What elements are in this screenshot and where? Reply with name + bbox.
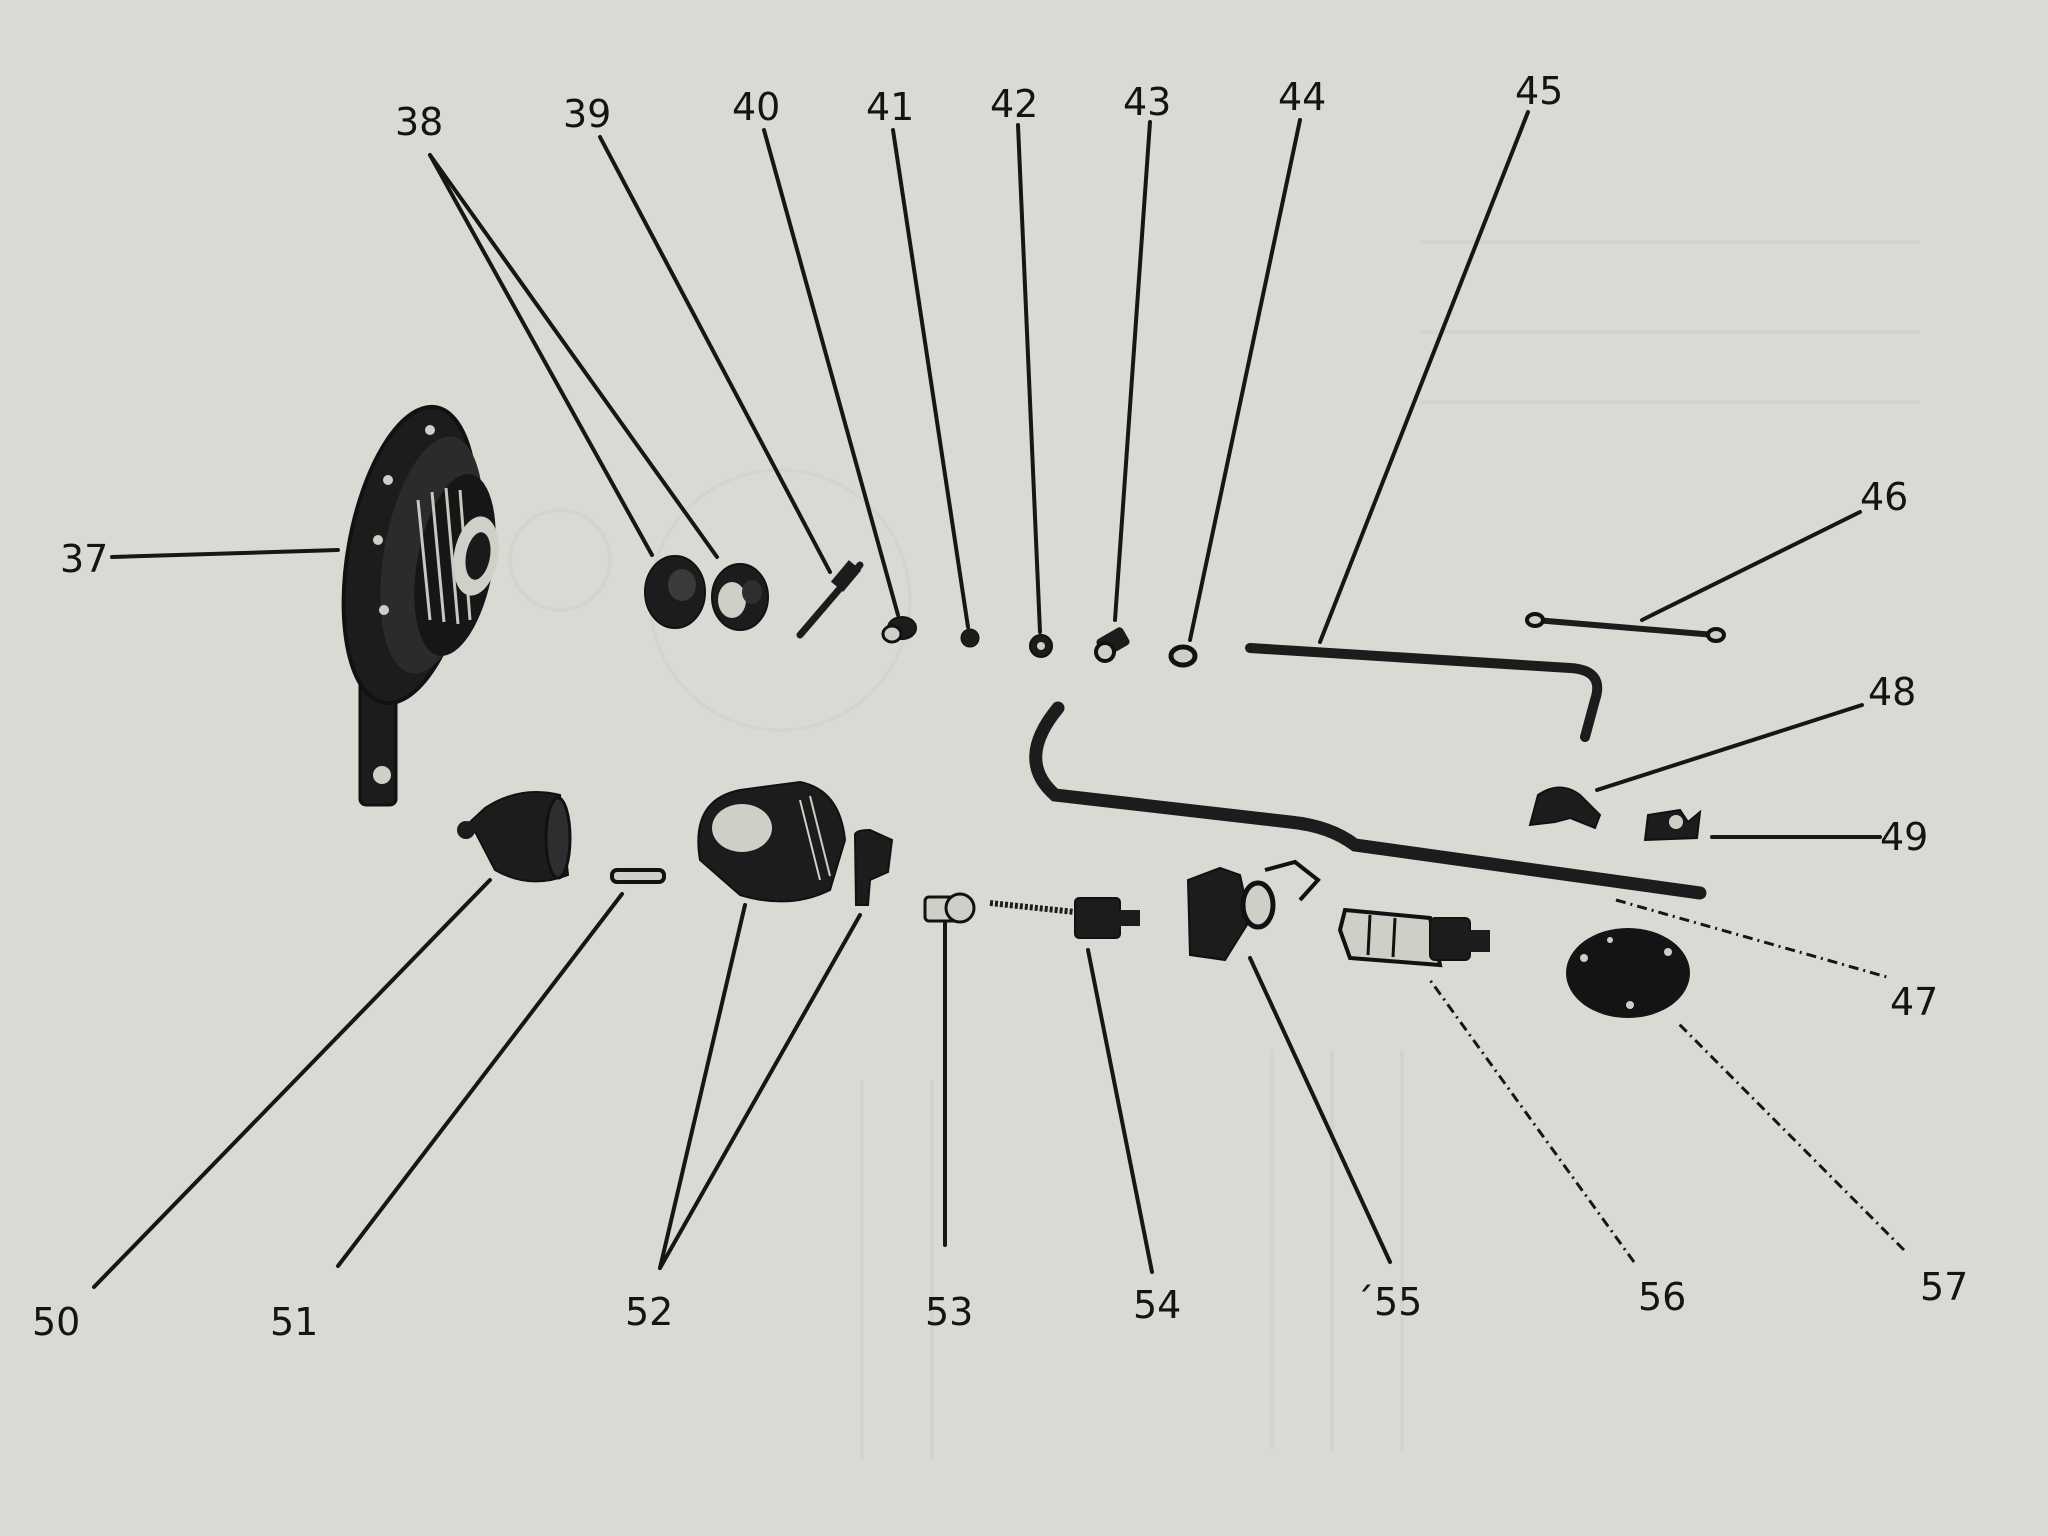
part-54-switch: [989, 897, 1140, 939]
label-52: 52: [625, 1290, 673, 1334]
label-51: 51: [270, 1300, 318, 1344]
part-51-fuse: [610, 868, 666, 884]
label-56: 56: [1638, 1275, 1686, 1319]
leader-56: [1428, 979, 1636, 1263]
part-56-socket: [1337, 907, 1490, 968]
part-53-bulb: [923, 892, 976, 924]
part-50-lamp-body: [457, 791, 572, 883]
part-49-clip: [1643, 808, 1702, 842]
label-53: 53: [925, 1290, 973, 1334]
label-41: 41: [866, 85, 914, 129]
label-54: 54: [1133, 1283, 1181, 1327]
leader-48: [1595, 703, 1864, 792]
part-45-rod: [1245, 643, 1603, 742]
leader-54: [1086, 948, 1154, 1274]
part-48-clip: [1528, 786, 1602, 830]
label-44: 44: [1278, 75, 1326, 119]
label-37: 37: [60, 537, 108, 581]
label-46: 46: [1860, 475, 1908, 519]
leader-38a: [428, 153, 654, 557]
label-38: 38: [395, 100, 443, 144]
label-49: 49: [1880, 815, 1928, 859]
leader-57: [1675, 1020, 1906, 1252]
label-57: 57: [1920, 1265, 1968, 1309]
leader-44: [1188, 118, 1302, 642]
label-55: ´55: [1355, 1280, 1422, 1324]
label-48: 48: [1868, 670, 1916, 714]
part-44-washer: [1168, 644, 1198, 668]
part-39-terminal: [796, 560, 864, 639]
part-55-connector: [1186, 859, 1321, 962]
leader-39: [598, 135, 832, 574]
part-37-horn: [341, 404, 499, 807]
leader-55: [1248, 956, 1392, 1264]
label-50: 50: [32, 1300, 80, 1344]
part-52-lamp-housing: [697, 780, 847, 903]
leader-50: [92, 878, 492, 1289]
leader-51: [336, 892, 624, 1268]
leader-38b: [428, 153, 719, 559]
part-47-long-rod: [1029, 701, 1707, 900]
part-number-labels: 37 38 39 40 41 42 43 44 45 46 47 48 49 5…: [32, 69, 1968, 1344]
part-57-gasket: [1566, 928, 1690, 1018]
part-46-link: [1525, 612, 1726, 643]
part-38-caps: [644, 555, 769, 631]
leader-46: [1640, 510, 1862, 622]
part-43-bolt: [1094, 627, 1130, 663]
label-47: 47: [1890, 980, 1938, 1024]
leader-52b: [658, 913, 862, 1270]
label-39: 39: [563, 92, 611, 136]
part-42-hex-nut: [1029, 634, 1053, 658]
leader-43: [1113, 120, 1152, 622]
leader-37: [110, 548, 340, 559]
leader-40: [762, 128, 900, 617]
leader-42: [1016, 123, 1042, 634]
label-43: 43: [1123, 80, 1171, 124]
label-40: 40: [732, 85, 780, 129]
leader-lines: [92, 110, 1906, 1289]
part-41-nut: [960, 628, 980, 648]
label-42: 42: [990, 82, 1038, 126]
label-45: 45: [1515, 69, 1563, 113]
leader-52a: [658, 903, 747, 1270]
leader-45: [1318, 110, 1530, 644]
part-40-bushing: [881, 616, 917, 644]
leader-47: [1615, 898, 1888, 979]
leader-41: [891, 128, 970, 629]
part-52-clamp: [853, 828, 894, 906]
